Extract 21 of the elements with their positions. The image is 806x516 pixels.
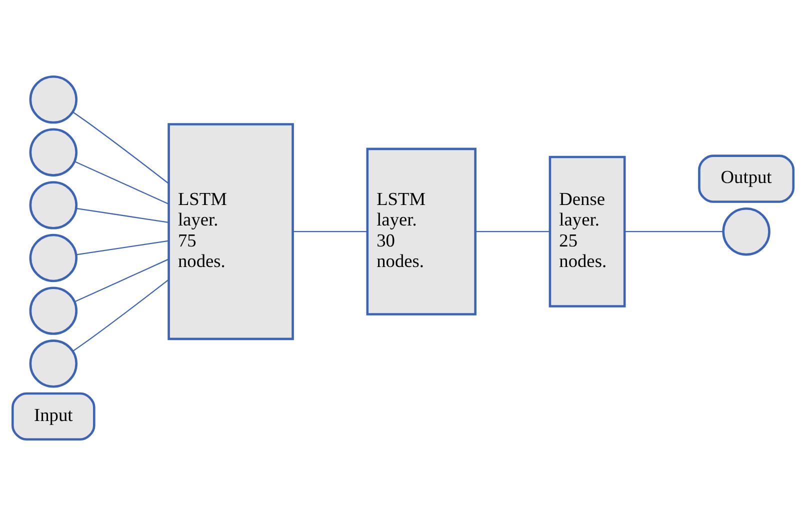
node-circle	[29, 128, 78, 176]
node-box: Input	[11, 392, 96, 441]
connector	[293, 231, 368, 232]
node-box: LSTM layer. 75 nodes.	[168, 123, 294, 340]
node-box: LSTM layer. 30 nodes.	[366, 148, 476, 316]
node-circle	[29, 234, 78, 282]
connector	[624, 231, 724, 232]
node-circle	[29, 340, 78, 388]
connector	[76, 240, 169, 256]
node-circle	[29, 75, 78, 124]
connector	[74, 160, 169, 204]
node-circle	[29, 286, 78, 335]
node-circle	[722, 207, 770, 256]
node-box: Output	[698, 154, 795, 203]
connector	[76, 208, 169, 223]
connector	[74, 258, 169, 302]
connector	[72, 279, 170, 352]
node-box: Dense layer. 25 nodes.	[548, 156, 626, 308]
node-circle	[29, 181, 78, 230]
connector	[476, 231, 550, 232]
connector	[72, 112, 170, 184]
